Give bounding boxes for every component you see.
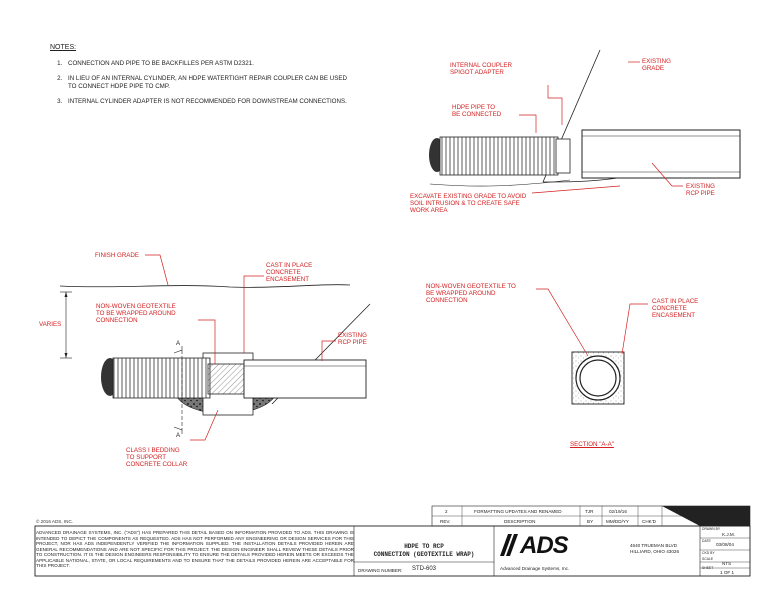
label-varies: VARIES bbox=[39, 321, 62, 328]
company-name: Advanced Drainage Systems, Inc. bbox=[500, 566, 570, 571]
rev-header-by: BY bbox=[587, 519, 594, 524]
rev-by: TJR bbox=[585, 509, 594, 514]
side-detail bbox=[59, 254, 371, 441]
sheet-label: SHEET bbox=[702, 566, 714, 570]
note-item: IN LIEU OF AN INTERNAL CYLINDER, AN HDPE… bbox=[64, 75, 350, 89]
top-detail bbox=[429, 49, 741, 194]
disclaimer: ADVANCED DRAINAGE SYSTEMS, INC. ("ADS") … bbox=[36, 530, 354, 568]
date-label: DATE bbox=[702, 539, 711, 543]
checked-by-label: CKD BY bbox=[702, 551, 715, 555]
rev-number: 2 bbox=[445, 509, 448, 514]
rev-header-rev: REV. bbox=[440, 519, 451, 524]
rev-header-chkd: CHK'D bbox=[642, 519, 656, 524]
drawing-number-label: DRAWING NUMBER: bbox=[358, 568, 403, 573]
section-mark-bottom: A bbox=[176, 432, 181, 439]
title-block-grid bbox=[34, 505, 751, 577]
drawn-by: K.J.M. bbox=[722, 532, 736, 537]
ads-logo: ADS bbox=[520, 532, 569, 559]
note-item: CONNECTION AND PIPE TO BE BACKFILLES PER… bbox=[64, 60, 350, 67]
date-value: 03/08/04 bbox=[716, 542, 734, 547]
rev-date: 02/19/16 bbox=[609, 509, 627, 514]
sheet-value: 1 OF 1 bbox=[720, 570, 735, 575]
notes-block: NOTES: CONNECTION AND PIPE TO BE BACKFIL… bbox=[50, 44, 350, 113]
section-title: SECTION "A-A" bbox=[570, 441, 614, 448]
scale-label: SCALE bbox=[702, 557, 714, 561]
section-mark-top: A bbox=[176, 340, 181, 347]
label-finish-grade: FINISH GRADE bbox=[95, 252, 140, 259]
section-detail bbox=[536, 288, 648, 405]
scale-value: NTS bbox=[722, 561, 732, 566]
rev-header-date: MM/DD/YY bbox=[606, 519, 629, 524]
notes-list: CONNECTION AND PIPE TO BE BACKFILLES PER… bbox=[50, 60, 350, 105]
copyright: © 2016 ADS, INC. bbox=[36, 519, 74, 524]
rev-description: FORMATTING UPDATES AND RENAMED bbox=[474, 509, 562, 514]
rev-header-description: DESCRIPTION bbox=[504, 519, 536, 524]
drawing-number: STD-603 bbox=[412, 566, 437, 572]
drawn-by-label: DRAWN BY bbox=[702, 527, 721, 531]
notes-heading: NOTES: bbox=[50, 44, 77, 51]
note-item: INTERNAL CYLINDER ADAPTER IS NOT RECOMME… bbox=[64, 98, 350, 105]
